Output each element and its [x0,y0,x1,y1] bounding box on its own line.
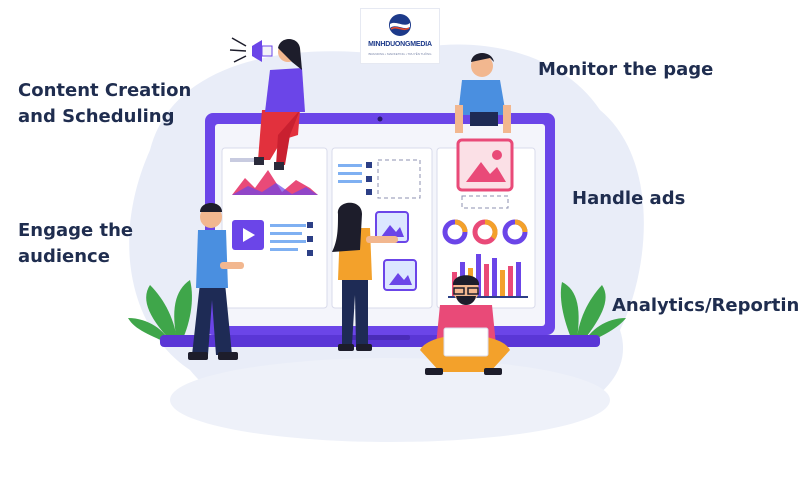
label-content-creation: Content Creation and Scheduling [18,78,191,130]
background-blob-lower [170,358,610,442]
label-line: Content Creation [18,80,192,101]
image-icon [466,162,506,182]
brand-tagline: BRANDING • MARKETING • TRUYỀN THÔNG [368,52,432,56]
label-engage: Engage the audience [18,218,133,270]
screen-panel-left [221,147,328,309]
megaphone-icon [229,37,273,63]
label-monitor: Monitor the page [538,59,714,80]
label-line: audience [18,246,110,267]
brand-logo: MINHDUONGMEDIA BRANDING • MARKETING • TR… [360,8,440,64]
person-engaging [188,203,244,360]
label-analytics: Analytics/Reporting [612,295,800,316]
person-monitoring [455,53,511,133]
label-line: Engage the [18,220,134,241]
globe-logo-icon [389,14,411,36]
person-megaphone [229,37,305,170]
laptop-camera [377,116,383,122]
brand-name: MINHDUONGMEDIA [368,41,432,48]
donut-charts [442,219,528,245]
screen-panel-right [436,138,536,309]
person-creating [332,202,398,351]
image-icon [381,225,404,237]
play-icon [243,228,255,242]
person-analytics [420,275,510,375]
label-line: and Scheduling [18,106,175,127]
label-handle-ads: Handle ads [572,188,686,209]
